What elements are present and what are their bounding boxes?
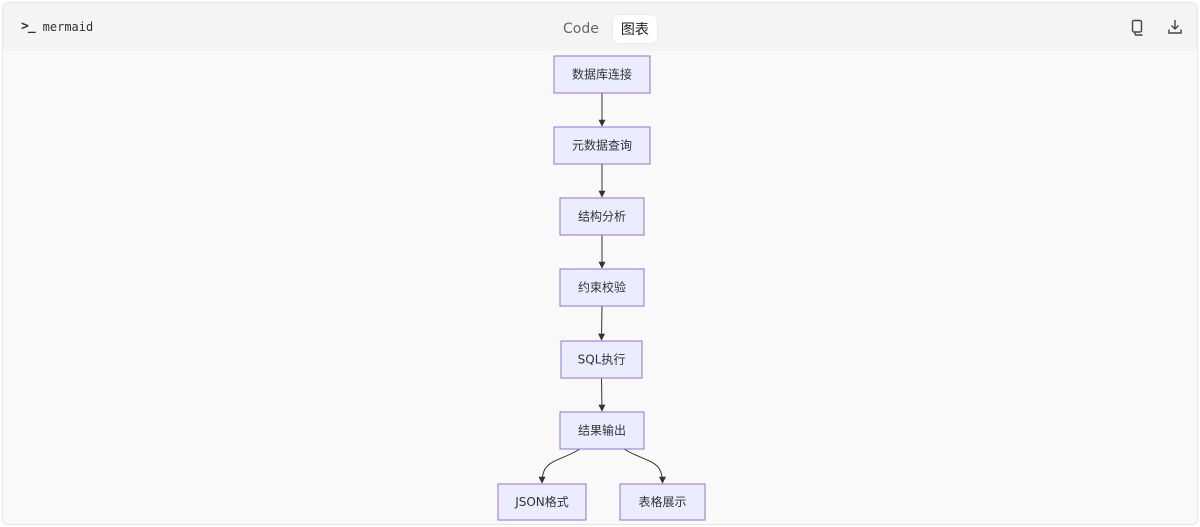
node-box bbox=[559, 411, 645, 450]
node-box bbox=[619, 483, 706, 521]
node-box bbox=[497, 483, 587, 521]
edge-result_output-to-table_display bbox=[623, 448, 666, 484]
code-block-header: >_ mermaid Code 图表 bbox=[3, 3, 1197, 51]
tab-diagram[interactable]: 图表 bbox=[612, 15, 657, 43]
flow-node-meta-query: 元数据查询 bbox=[553, 126, 651, 165]
diagram-canvas: 数据库连接元数据查询结构分析约束校验 SQL执行结果输出 JSON格式 表格展示 bbox=[3, 51, 1197, 524]
node-label: JSON格式 bbox=[514, 494, 569, 509]
flow-node-constraint-check: 约束校验 bbox=[559, 268, 645, 307]
view-tabs: Code 图表 bbox=[555, 15, 657, 43]
edge-constraint_check-to-sql_exec bbox=[598, 305, 606, 341]
node-label: 表格展示 bbox=[638, 494, 686, 509]
node-label: 结果输出 bbox=[578, 423, 626, 438]
copy-icon[interactable] bbox=[1127, 17, 1147, 37]
download-icon[interactable] bbox=[1165, 17, 1185, 37]
flow-node-struct-analysis: 结构分析 bbox=[559, 197, 645, 236]
node-box bbox=[560, 340, 643, 379]
node-box bbox=[553, 126, 651, 165]
tab-code[interactable]: Code bbox=[563, 21, 599, 37]
terminal-prompt-icon: >_ bbox=[21, 19, 36, 34]
language-label: mermaid bbox=[42, 19, 94, 34]
node-label: SQL执行 bbox=[578, 353, 626, 367]
flow-node-result-output: 结果输出 bbox=[559, 411, 645, 450]
node-box bbox=[559, 268, 645, 307]
node-label: 约束校验 bbox=[578, 280, 626, 295]
flow-node-table-display: 表格展示 bbox=[619, 483, 706, 521]
node-label: 结构分析 bbox=[578, 209, 626, 224]
edge-sql_exec-to-result_output bbox=[598, 377, 606, 412]
node-label: 数据库连接 bbox=[572, 67, 632, 82]
flow-node-db-conn: 数据库连接 bbox=[553, 55, 651, 94]
node-box bbox=[553, 55, 651, 94]
flow-node-json-format: JSON格式 bbox=[497, 483, 587, 521]
edge-result_output-to-json_format bbox=[538, 448, 581, 484]
header-actions bbox=[1127, 17, 1185, 37]
flow-node-sql-exec: SQL执行 bbox=[560, 340, 643, 379]
node-label: 元数据查询 bbox=[572, 138, 632, 153]
node-box bbox=[559, 197, 645, 236]
language-indicator: >_ mermaid bbox=[21, 19, 93, 34]
